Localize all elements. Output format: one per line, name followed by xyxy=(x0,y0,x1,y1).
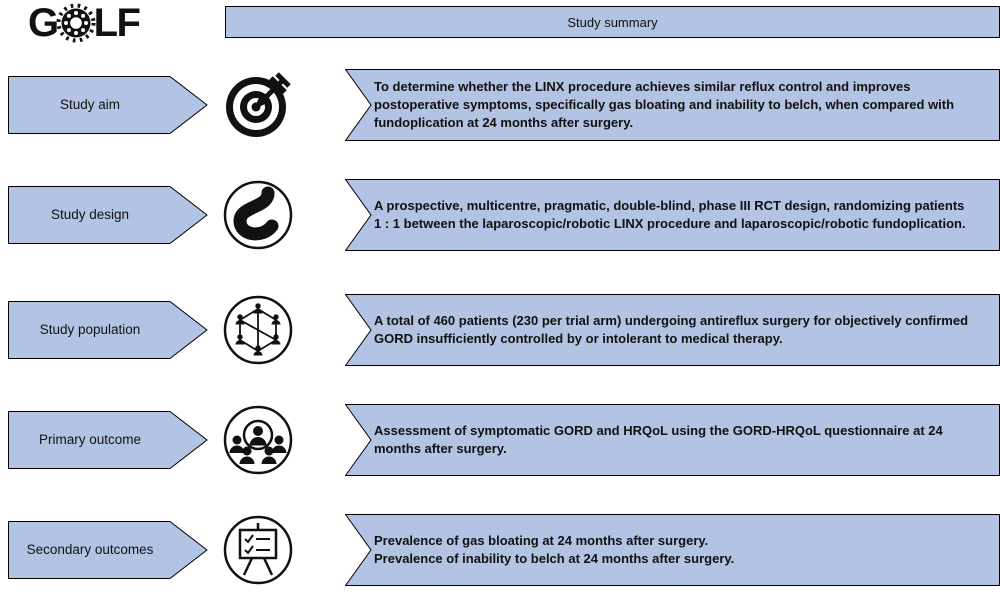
row-text: Prevalence of gas bloating at 24 months … xyxy=(374,533,735,566)
logo-text-lf: LF xyxy=(93,0,141,45)
label-arrow-shape xyxy=(8,76,208,134)
stomach-icon xyxy=(222,179,294,251)
row-primary-outcome: Primary outcome Assessment of symptomati… xyxy=(0,404,1000,476)
label-arrow-shape xyxy=(8,186,208,244)
target-dart-icon xyxy=(222,69,294,141)
checklist-board-icon xyxy=(222,514,294,586)
row-study-aim: Study aim To determine whether the LINX … xyxy=(0,69,1000,141)
golf-logo: G LF xyxy=(28,0,141,45)
label-arrow-shape xyxy=(8,411,208,469)
row-study-design: Study design A prospective, multicentre,… xyxy=(0,179,1000,251)
row-text: Assessment of symptomatic GORD and HRQoL… xyxy=(374,423,943,456)
text-banner-shape xyxy=(345,179,1000,251)
row-label: Study population xyxy=(39,321,141,337)
text-banner-shape xyxy=(345,294,1000,366)
study-summary-header: Study summary xyxy=(225,6,1000,38)
people-network-icon xyxy=(222,294,294,366)
row-label: Study aim xyxy=(59,96,121,112)
header-title: Study summary xyxy=(567,14,658,30)
row-label: Primary outcome xyxy=(38,431,142,447)
row-label: Study design xyxy=(50,206,130,222)
row-text: To determine whether the LINX procedure … xyxy=(374,79,955,130)
audience-focus-icon xyxy=(222,404,294,476)
row-label: Secondary outcomes xyxy=(26,541,154,557)
text-banner-shape xyxy=(345,404,1000,476)
row-text: A prospective, multicentre, pragmatic, d… xyxy=(374,198,966,231)
text-banner-shape xyxy=(345,69,1000,141)
text-banner-shape xyxy=(345,514,1000,586)
row-study-population: Study population A total of 460 pat xyxy=(0,294,1000,366)
row-secondary-outcomes: Secondary outcomes Prevalence of gas blo… xyxy=(0,514,1000,586)
row-text: A total of 460 patients (230 per trial a… xyxy=(374,313,969,346)
logo-text-g: G xyxy=(28,0,59,45)
linx-ring-gear-icon xyxy=(56,3,96,43)
label-arrow-shape xyxy=(8,521,208,579)
label-arrow-shape xyxy=(8,301,208,359)
